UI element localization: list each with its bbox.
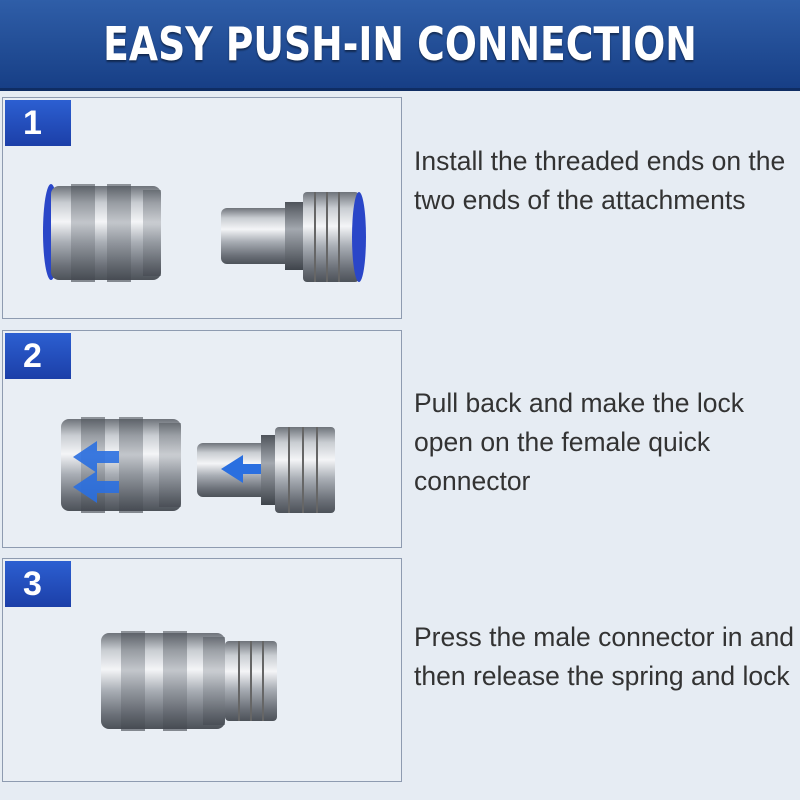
step-3-badge: 3: [5, 561, 71, 607]
female-connector: [61, 417, 181, 513]
connected-coupler: [101, 631, 277, 731]
step-1-text: Install the threaded ends on the two end…: [414, 146, 786, 215]
arrow-icon: [73, 441, 119, 503]
male-connector: [197, 427, 335, 513]
step-1-panel: 1: [2, 97, 402, 319]
step-2-connectors-image: [61, 417, 335, 513]
arrow-icon: [221, 455, 261, 483]
step-1-connectors-image: [43, 184, 366, 282]
header-banner: EASY PUSH-IN CONNECTION: [0, 0, 800, 91]
step-3-connected-image: [101, 631, 277, 731]
step-3-panel: 3: [2, 558, 402, 782]
male-connector: [221, 192, 366, 282]
step-3-text: Press the male connector in and then rel…: [414, 622, 795, 691]
step-1-badge: 1: [5, 100, 71, 146]
step-2-panel: 2: [2, 330, 402, 548]
step-2-badge: 2: [5, 333, 71, 379]
step-2-text: Pull back and make the lock open on the …: [414, 388, 744, 496]
page-title: EASY PUSH-IN CONNECTION: [103, 17, 697, 71]
female-connector: [43, 184, 161, 282]
